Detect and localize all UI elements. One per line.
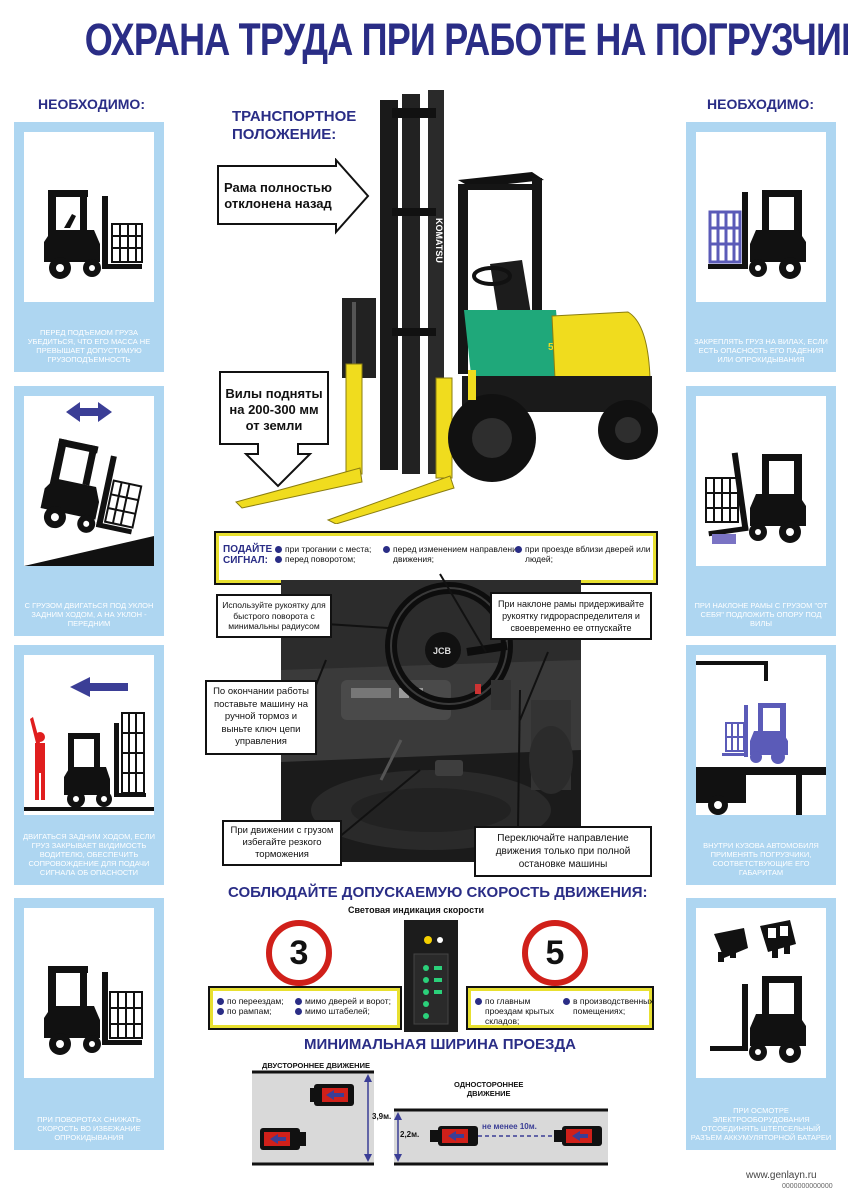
speed-light-indicator: [404, 920, 458, 1032]
forklift-top-icon: [260, 1128, 306, 1150]
page-title: ОХРАНА ТРУДА ПРИ РАБОТЕ НА ПОГРУЗЧИКЕ: [84, 14, 848, 65]
panel-picture: [696, 655, 826, 815]
forklift-support-icon: [705, 452, 806, 544]
speed-3-list: по переездам; по рампам; мимо дверей и в…: [208, 986, 402, 1030]
forklift-weigh-icon: [44, 190, 143, 279]
left-arrow-icon: [70, 677, 128, 697]
forks-callout-text: Вилы подняты на 200-300 мм от земли: [225, 386, 323, 433]
aisle-heading: МИНИМАЛЬНАЯ ШИРИНА ПРОЕЗДА: [304, 1036, 576, 1053]
speed-3-sign: 3: [266, 920, 332, 986]
direction-callout: Переключайте направление движения только…: [474, 826, 652, 877]
panel-caption: ПРИ ОСМОТРЕ ЭЛЕКТРООБОРУДОВАНИЯ ОТСОЕДИН…: [690, 1106, 832, 1142]
signal-column-2: перед изменением направления движения;: [383, 544, 523, 564]
product-code: 0000000000000: [782, 1183, 833, 1190]
bullet-icon: [275, 556, 282, 564]
one-way-label: ОДНОСТОРОННЕЕ ДВИЖЕНИЕ: [454, 1080, 524, 1098]
bullet-icon: [383, 546, 390, 554]
bullet-icon: [295, 998, 302, 1006]
forklift-secure-load-icon: [708, 190, 806, 279]
tilt-callout: При наклоне рамы придерживайте рукоятку …: [490, 592, 652, 640]
panel-caption: ПЕРЕД ПОДЪЕМОМ ГРУЗА УБЕДИТЬСЯ, ЧТО ЕГО …: [27, 328, 151, 364]
signal-label: ПОДАЙТЕ СИГНАЛ:: [223, 544, 273, 566]
left-panel-2: С ГРУЗОМ ДВИГАТЬСЯ ПОД УКЛОН ЗАДНИМ ХОДО…: [14, 386, 164, 636]
forklift-top-icon: [554, 1126, 602, 1146]
left-panel-3: ДВИГАТЬСЯ ЗАДНИМ ХОДОМ, ЕСЛИ ГРУЗ ЗАКРЫВ…: [14, 645, 164, 885]
double-arrow-icon: [66, 402, 112, 422]
battery-connector-icon: [710, 920, 806, 1063]
left-header: НЕОБХОДИМО:: [38, 96, 145, 112]
panel-picture: [696, 908, 826, 1078]
forklift-top-icon: [430, 1126, 478, 1146]
forklift-illustration: KOMATSU 50: [235, 90, 658, 524]
aisle-diagram: [252, 1070, 608, 1166]
panel-caption: ПРИ ПОВОРОТАХ СНИЖАТЬ СКОРОСТЬ ВО ИЗБЕЖА…: [37, 1115, 141, 1142]
min-distance-label: не менее 10м.: [480, 1122, 539, 1131]
signal-column-1: при трогании с места; перед поворотом;: [275, 544, 379, 564]
person-icon: [30, 717, 45, 800]
speed-heading: СОБЛЮДАЙТЕ ДОПУСКАЕМУЮ СКОРОСТЬ ДВИЖЕНИЯ…: [228, 884, 648, 901]
bullet-icon: [295, 1008, 302, 1016]
cab-brand: JCB: [433, 646, 452, 656]
speed-5-sign: 5: [522, 920, 588, 986]
right-panel-2: ПРИ НАКЛОНЕ РАМЫ С ГРУЗОМ "ОТ СЕБЯ" ПОДЛ…: [686, 386, 836, 636]
speed-5-list: по главным проездам крытых складов; в пр…: [466, 986, 654, 1030]
bullet-icon: [275, 546, 282, 554]
right-panel-1: ЗАКРЕПЛЯТЬ ГРУЗ НА ВИЛАХ, ЕСЛИ ЕСТЬ ОПАС…: [686, 122, 836, 372]
forklift-turn-icon: [44, 966, 143, 1055]
panel-picture: [24, 655, 154, 815]
stop-callout: По окончании работы поставьте машину на …: [205, 680, 317, 755]
bullet-icon: [217, 1008, 224, 1016]
frame-arrow-callout: [217, 158, 370, 235]
forklift-brand: KOMATSU: [434, 218, 444, 263]
right-panel-4: ПРИ ОСМОТРЕ ЭЛЕКТРООБОРУДОВАНИЯ ОТСОЕДИН…: [686, 898, 836, 1150]
panel-picture: [696, 396, 826, 566]
forklift-truck-body-icon: [696, 661, 826, 815]
site-link[interactable]: www.genlayn.ru: [746, 1170, 817, 1181]
panel-caption: ПРИ НАКЛОНЕ РАМЫ С ГРУЗОМ "ОТ СЕБЯ" ПОДЛ…: [694, 601, 828, 628]
forks-arrow-callout: [219, 371, 329, 488]
signal-column-3: при проезде вблизи дверей или людей;: [515, 544, 659, 564]
forklift-top-icon: [310, 1084, 354, 1106]
brake-callout: При движении с грузом избегайте резкого …: [222, 820, 342, 866]
panel-caption: ЗАКРЕПЛЯТЬ ГРУЗ НА ВИЛАХ, ЕСЛИ ЕСТЬ ОПАС…: [694, 337, 828, 364]
panel-picture: [24, 908, 154, 1078]
right-panel-3: ВНУТРИ КУЗОВА АВТОМОБИЛЯ ПРИМЕНЯТЬ ПОГРУ…: [686, 645, 836, 885]
forklift-slope-icon: [24, 402, 154, 566]
panel-caption: С ГРУЗОМ ДВИГАТЬСЯ ПОД УКЛОН ЗАДНИМ ХОДО…: [24, 601, 154, 628]
frame-callout-text: Рама полностью отклонена назад: [223, 180, 333, 211]
bullet-icon: [217, 998, 224, 1006]
knob-callout: Используйте рукоятку для быстрого поворо…: [216, 594, 332, 638]
bullet-icon: [563, 998, 570, 1006]
panel-picture: [24, 396, 154, 566]
panel-caption: ВНУТРИ КУЗОВА АВТОМОБИЛЯ ПРИМЕНЯТЬ ПОГРУ…: [703, 841, 819, 877]
forklift-reverse-icon: [24, 677, 154, 811]
left-panel-4: ПРИ ПОВОРОТАХ СНИЖАТЬ СКОРОСТЬ ВО ИЗБЕЖА…: [14, 898, 164, 1150]
panel-picture: [696, 132, 826, 302]
bullet-icon: [475, 998, 482, 1006]
two-way-width: 3,9м.: [372, 1112, 392, 1121]
panel-caption: ДВИГАТЬСЯ ЗАДНИМ ХОДОМ, ЕСЛИ ГРУЗ ЗАКРЫВ…: [23, 832, 155, 877]
panel-picture: [24, 132, 154, 302]
transport-heading: ТРАНСПОРТНОЕ ПОЛОЖЕНИЕ:: [232, 108, 357, 143]
one-way-width: 2,2м.: [400, 1130, 420, 1139]
bullet-icon: [515, 546, 522, 554]
right-header: НЕОБХОДИМО:: [707, 96, 814, 112]
two-way-label: ДВУСТОРОННЕЕ ДВИЖЕНИЕ: [262, 1061, 370, 1070]
left-panel-1: ПЕРЕД ПОДЪЕМОМ ГРУЗА УБЕДИТЬСЯ, ЧТО ЕГО …: [14, 122, 164, 372]
speed-indicator-label: Световая индикация скорости: [348, 905, 485, 915]
